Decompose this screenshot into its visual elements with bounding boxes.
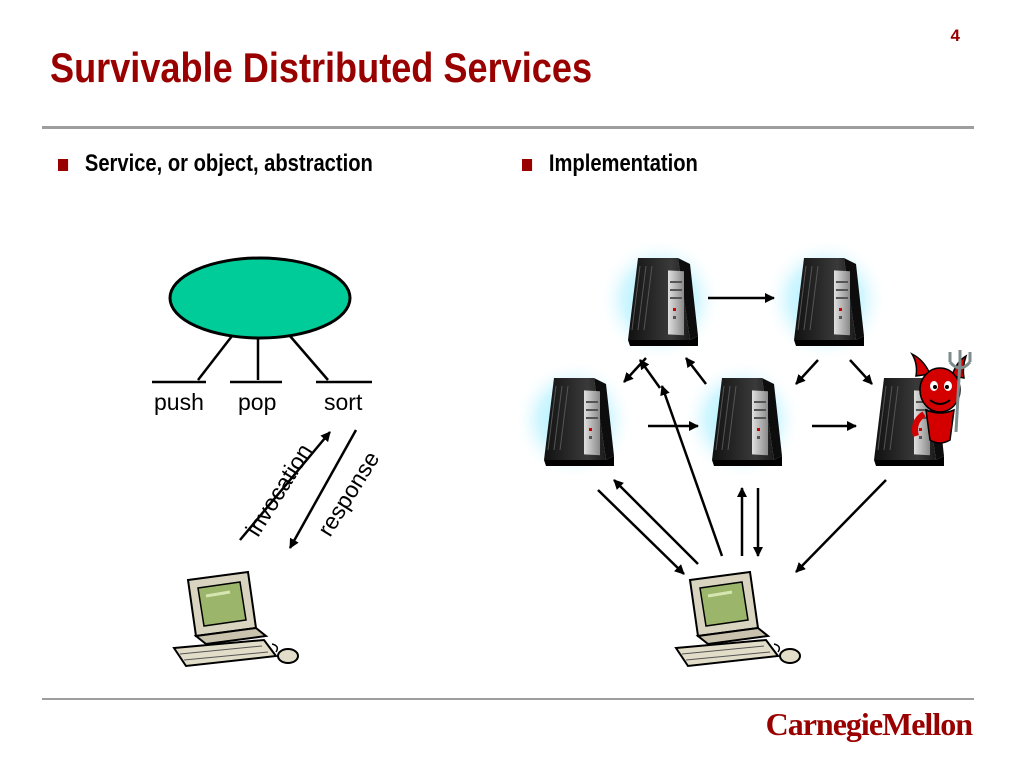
bottom-divider: [42, 698, 974, 700]
method-label: push: [154, 389, 204, 415]
footer-logo: CarnegieMellon: [765, 706, 973, 742]
slide-title: Survivable Distributed Services: [50, 44, 593, 91]
push-connector: [197, 335, 233, 381]
bullet-abstraction-text: Service, or object, abstraction: [84, 150, 373, 177]
top-divider: [42, 126, 974, 129]
devil-icon: [910, 350, 972, 444]
square-bullet-icon: [58, 159, 69, 171]
bullet-abstraction: Service, or object, abstraction: [58, 150, 373, 178]
service-object-ellipse: [168, 256, 352, 340]
response-label: response: [312, 447, 384, 541]
bullet-implementation: Implementation: [522, 150, 698, 178]
bullet-implementation-text: Implementation: [548, 150, 698, 177]
replication-arrows: [597, 293, 887, 575]
method-label: sort: [324, 389, 363, 415]
sort-connector: [289, 335, 329, 381]
method-label: pop: [238, 389, 276, 415]
server-icon: [711, 377, 783, 467]
square-bullet-icon: [522, 159, 533, 171]
client-computer-icon: [172, 570, 300, 668]
server-icon: [543, 377, 615, 467]
response-arrow: [288, 429, 358, 549]
invocation-arrow: [239, 431, 331, 541]
slide-number: 4: [950, 26, 960, 45]
server-icon: [627, 257, 699, 347]
client-computer-icon: [674, 570, 802, 668]
server-icon: [793, 257, 865, 347]
invocation-label: invocation: [240, 439, 317, 541]
